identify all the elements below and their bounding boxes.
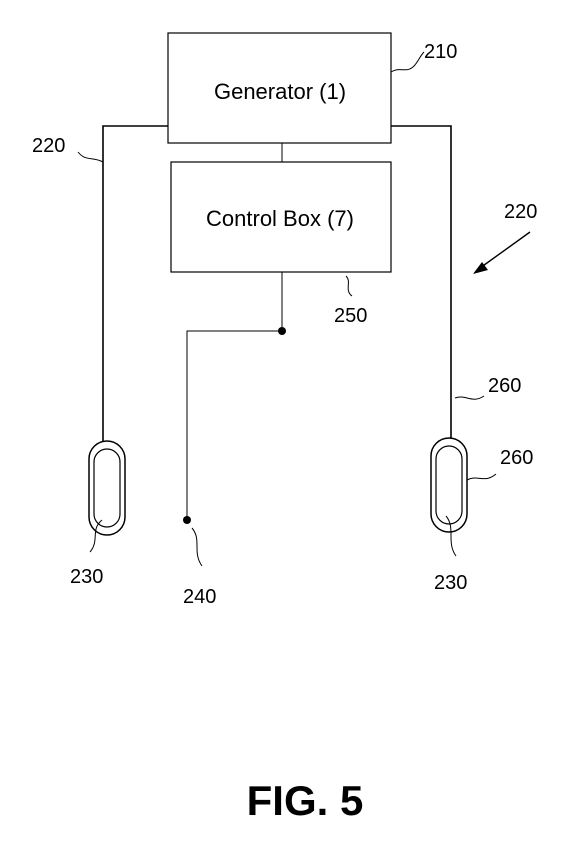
leader-220-left: [77, 151, 104, 163]
right-electrode-pad: [430, 437, 468, 533]
leader-260-top: [454, 395, 485, 400]
leader-230-right: [445, 515, 457, 557]
left-electrode-pad: [88, 440, 126, 536]
generator-label: Generator (1): [214, 79, 346, 104]
junction-dot: [278, 327, 286, 335]
probe-cable: [186, 272, 283, 520]
leader-250: [345, 275, 353, 297]
probe-tip-dot: [183, 516, 191, 524]
generator-box: [167, 32, 392, 144]
leader-240: [191, 527, 203, 567]
right-cable: [391, 125, 452, 440]
control-box-label: Control Box (7): [206, 206, 354, 231]
ref-240: 240: [183, 586, 216, 608]
ref-260-side: 260: [500, 447, 533, 469]
ref-250: 250: [334, 305, 367, 327]
ref-230-right: 230: [434, 572, 467, 594]
control-box: [170, 161, 392, 273]
left-cable: [102, 125, 168, 442]
ref-220-left: 220: [32, 135, 65, 157]
figure-caption: FIG. 5: [247, 777, 364, 824]
leader-230-left: [89, 519, 103, 553]
leader-260-side: [466, 473, 497, 481]
leader-210: [390, 51, 425, 73]
ref-210: 210: [424, 41, 457, 63]
arrow-220: [473, 231, 531, 274]
ref-260-top: 260: [488, 375, 521, 397]
ref-220-right: 220: [504, 201, 537, 223]
ref-230-left: 230: [70, 566, 103, 588]
